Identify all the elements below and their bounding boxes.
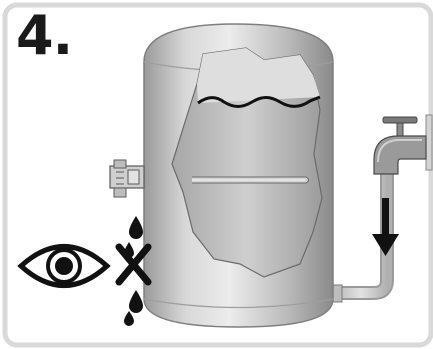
eye-icon — [21, 247, 107, 286]
heating-element-rod — [192, 177, 309, 183]
instruction-panel: 4. — [2, 2, 431, 345]
flow-direction-arrow-down — [372, 198, 399, 256]
safety-valve-icon — [110, 160, 144, 197]
step-number: 4. — [16, 6, 72, 66]
water-heater-tank-icon — [144, 24, 333, 327]
water-tap-icon — [374, 115, 432, 174]
